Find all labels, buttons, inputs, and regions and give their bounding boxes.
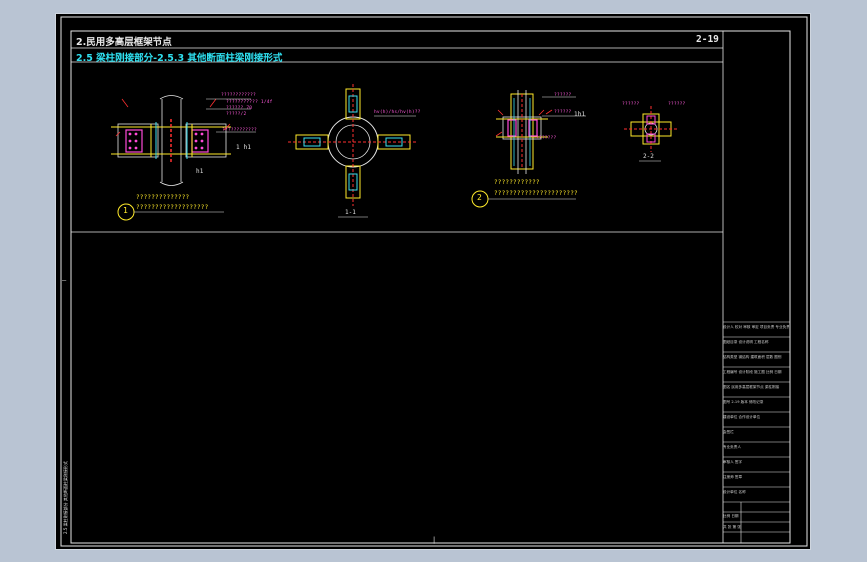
detail-2-note-line1: ???????????? — [494, 179, 540, 186]
title-block-row: 会签栏 — [723, 430, 734, 434]
drawing-viewport[interactable]: 2.民用多高层框架节点 2.5 梁柱刚接部分-2.5.3 其他断面柱梁刚接形式 … — [55, 13, 811, 550]
title-block-row: 图名 民用多高层框架节点 梁柱刚接 — [723, 385, 780, 389]
d2-top-b: ?????? — [554, 110, 572, 115]
right-title-block — [723, 321, 790, 543]
d2-right-h1: 1h1 — [574, 111, 586, 118]
bottom-center-marker: | — [432, 536, 437, 544]
d1-right-h1: 1 h1 — [236, 144, 252, 151]
detail-2-graphic — [471, 90, 586, 208]
drawing-title-line2: 2.5 梁柱刚接部分-2.5.3 其他断面柱梁刚接形式 — [76, 53, 283, 64]
d2-top-c: ??????? — [536, 136, 557, 141]
s11-top-right: hv(h)/hs/hv(h)?? — [374, 110, 421, 115]
outer-border — [60, 16, 808, 547]
sheet-number: 2-19 — [696, 34, 719, 45]
d1-top-right-b: ??????????? 1/4f — [226, 100, 273, 105]
drawing-title-line1: 2.民用多高层框架节点 — [76, 37, 172, 48]
d1-top-right-d: ?????/2 — [226, 112, 247, 117]
title-block-row: 设计人 校对 审核 审定 项目负责 专业负责 — [723, 325, 789, 329]
d1-top-right-c: ?????? 70 — [226, 106, 253, 111]
detail-2-number: 2 — [477, 193, 483, 202]
detail-2-note-line2: ?????????????????????? — [494, 190, 578, 197]
section-2-2-graphic — [624, 106, 678, 162]
title-block-row: 专业负责人 — [723, 445, 741, 449]
section-1-1-graphic — [288, 84, 418, 218]
title-block-row: 共 张 第 张 — [723, 525, 741, 529]
left-edge-marker: — — [62, 276, 67, 284]
d1-top-right-a: ???????????? — [221, 93, 256, 98]
s22-top-a: ?????? — [622, 102, 640, 107]
d1-right-mid: ???????????? — [222, 128, 257, 133]
detail-1-note-line2: ??????????????????? — [136, 204, 209, 211]
title-block-row: 图号 2-19 版本 修改记录 — [723, 400, 764, 404]
d2-top-a: ?????? — [554, 93, 572, 98]
detail-1-graphic — [111, 95, 256, 221]
d1-bottom-h1: h1 — [196, 168, 204, 175]
title-block-row: 结构类型 钢结构 建筑面积 层数 图别 — [723, 355, 782, 359]
section-2-2-label: 2-2 — [643, 153, 654, 160]
title-block-row: 工程编号 设计阶段 施工图 比例 日期 — [723, 370, 782, 374]
s22-top-b: ?????? — [668, 102, 686, 107]
title-block-row: 注册师 签章 — [723, 475, 743, 479]
title-block-row: 建设单位 合作设计单位 — [723, 415, 761, 419]
title-block-row: 比例 日期 — [723, 514, 739, 518]
side-vertical-text: 2.5 梁柱刚接部分 其他断面柱梁刚接形式 — [63, 461, 68, 534]
inner-border — [70, 30, 791, 544]
cad-drawing-canvas — [60, 16, 808, 547]
detail-1-note-line1: ?????????????? — [136, 194, 190, 201]
detail-1-number: 1 — [123, 206, 129, 215]
section-1-1-label: 1-1 — [345, 209, 356, 216]
title-block-row: 图纸目录 设计说明 工程名称 — [723, 340, 769, 344]
title-block-row: 审核人 签字 — [723, 460, 743, 464]
title-block-row: 设计单位 名称 — [723, 490, 746, 494]
